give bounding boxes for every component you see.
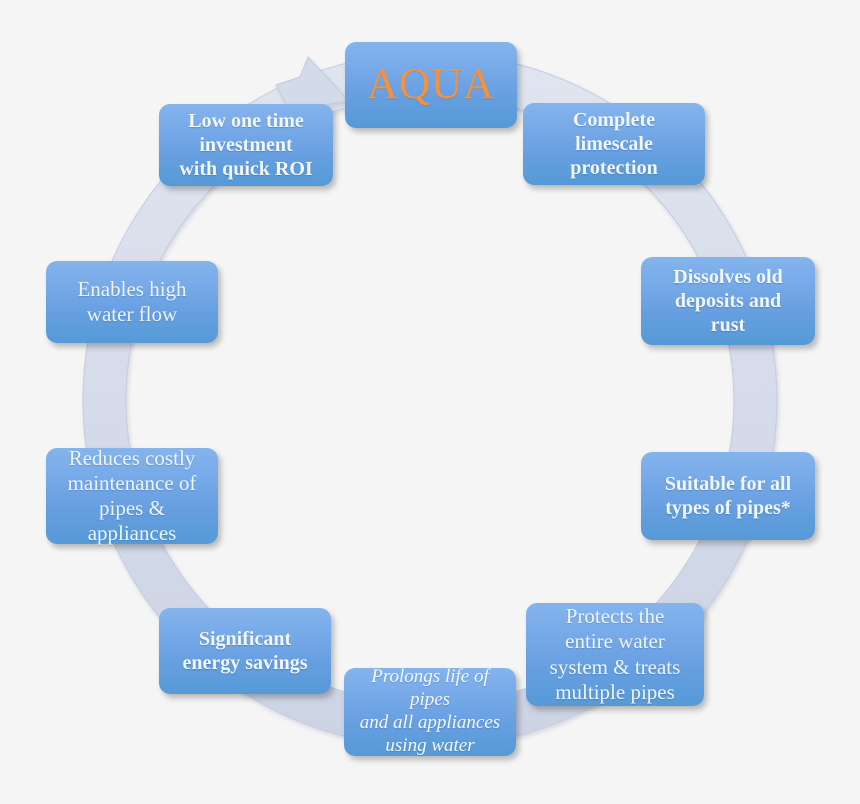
node-aqua-label: AQUA	[366, 61, 496, 109]
node-suitable-label: Suitable for all types of pipes*	[664, 473, 792, 519]
node-enables-high-water-flow[interactable]: Enables high water flow	[46, 261, 218, 343]
node-prolongs-life-of-pipes[interactable]: Prolongs life of pipes and all appliance…	[344, 666, 516, 756]
node-dissolves-label: Dissolves old deposits and rust	[673, 266, 783, 336]
node-limescale-label: Complete limescale protection	[570, 109, 658, 179]
node-prolongs-label: Prolongs life of pipes and all appliance…	[359, 666, 501, 756]
node-complete-limescale-protection[interactable]: Complete limescale protection	[523, 103, 705, 185]
node-protects-label: Protects the entire water system & treat…	[549, 604, 681, 704]
node-flow-label: Enables high water flow	[77, 276, 187, 326]
node-roi-label: Low one time investment with quick ROI	[179, 110, 313, 180]
node-significant-energy-savings[interactable]: Significant energy savings	[159, 608, 331, 694]
node-energy-label: Significant energy savings	[182, 628, 308, 674]
node-suitable-for-all-pipes[interactable]: Suitable for all types of pipes*	[641, 452, 815, 540]
node-low-one-time-investment[interactable]: Low one time investment with quick ROI	[159, 104, 333, 186]
node-reduces-costly-maintenance[interactable]: Reduces costly maintenance of pipes & ap…	[46, 445, 218, 546]
node-aqua[interactable]: AQUA	[345, 42, 517, 128]
node-dissolves-old-deposits[interactable]: Dissolves old deposits and rust	[641, 257, 815, 345]
node-protects-entire-water-system[interactable]: Protects the entire water system & treat…	[526, 603, 704, 706]
node-reduces-label: Reduces costly maintenance of pipes & ap…	[67, 445, 197, 546]
